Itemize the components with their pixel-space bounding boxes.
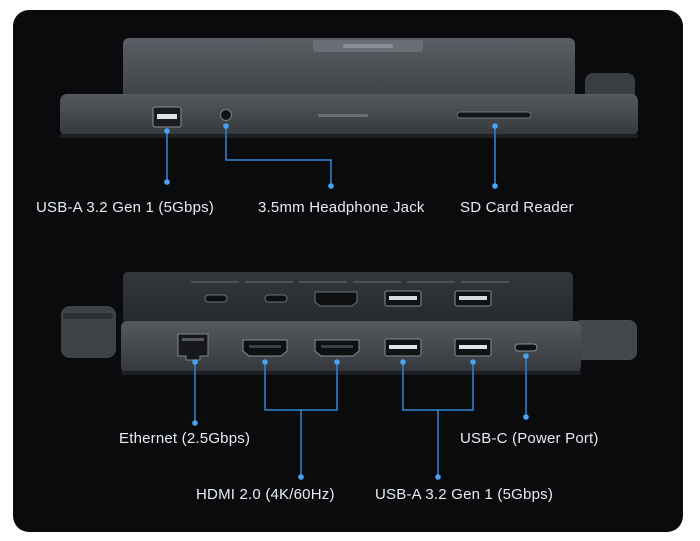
bottom-device-shadow <box>121 371 581 375</box>
usb-a-callout-dot-top <box>164 128 170 134</box>
ethernet-port-pins <box>182 338 204 341</box>
vent-4 <box>353 281 401 283</box>
label-hdmi: HDMI 2.0 (4K/60Hz) <box>196 486 335 503</box>
headphone-callout-dot-bottom <box>328 183 334 189</box>
hdmi-callout-dot-2 <box>334 359 340 365</box>
top-device-tab-slot <box>343 44 393 48</box>
usb-a-callout-dot-2 <box>470 359 476 365</box>
hdmi-port-1-pins <box>249 345 281 348</box>
usb-a-port-2-tongue <box>459 345 487 349</box>
vent-5 <box>407 281 455 283</box>
diagram-panel: USB-A 3.2 Gen 1 (5Gbps) 3.5mm Headphone … <box>13 10 683 532</box>
top-device-slot <box>318 114 368 117</box>
hdmi-port-2-pins <box>321 345 353 348</box>
upper-usb-a-port-2-tongue <box>459 296 487 300</box>
hdmi-callout-dot-bottom <box>298 474 304 480</box>
label-sd-card-reader: SD Card Reader <box>460 199 574 216</box>
sd-callout-dot-top <box>492 123 498 129</box>
vent-line <box>191 281 509 283</box>
vent-2 <box>245 281 293 283</box>
headphone-callout-dot-top <box>223 123 229 129</box>
label-usb-c-power: USB-C (Power Port) <box>460 430 599 447</box>
label-top-usb-a: USB-A 3.2 Gen 1 (5Gbps) <box>36 199 215 216</box>
top-callout-dots <box>164 123 498 189</box>
usb-c-callout-dot-top <box>523 353 529 359</box>
bottom-callout-dots <box>192 353 529 480</box>
ethernet-callout-dot-top <box>192 359 198 365</box>
bottom-device <box>61 272 637 375</box>
bottom-device-knob-right <box>573 320 637 360</box>
usb-a-bottom-callout-dot <box>435 474 441 480</box>
top-device-shadow <box>60 134 638 138</box>
top-usb-a-port-tongue <box>157 114 177 119</box>
usb-a-callout-dot-1 <box>400 359 406 365</box>
bottom-callouts <box>194 355 527 476</box>
headphone-jack <box>220 109 232 121</box>
upper-hdmi-port <box>314 291 358 307</box>
top-callouts <box>166 125 496 184</box>
usb-c-power-port <box>514 343 538 352</box>
vent-1 <box>191 281 239 283</box>
headphone-callout-line <box>225 126 332 184</box>
upper-usb-c-port-1 <box>204 294 228 303</box>
vent-6 <box>461 281 509 283</box>
top-device-upper-body <box>123 38 575 100</box>
usb-a-callout-dot-bottom <box>164 179 170 185</box>
upper-usb-a-port-1-tongue <box>389 296 417 300</box>
sd-card-slot <box>456 111 532 119</box>
ethernet-port <box>177 333 209 361</box>
vent-3 <box>299 281 347 283</box>
hdmi-callout-dot-1 <box>262 359 268 365</box>
label-bottom-usb-a: USB-A 3.2 Gen 1 (5Gbps) <box>375 486 554 503</box>
bottom-device-knob-left-detail <box>63 313 113 319</box>
upper-usb-c-port-2 <box>264 294 288 303</box>
label-headphone-jack: 3.5mm Headphone Jack <box>258 199 425 216</box>
ethernet-callout-dot-bottom <box>192 420 198 426</box>
label-ethernet: Ethernet (2.5Gbps) <box>119 430 251 447</box>
usb-a-port-1-tongue <box>389 345 417 349</box>
usb-c-callout-dot-bottom <box>523 414 529 420</box>
top-device <box>60 38 638 138</box>
device-illustration <box>60 38 638 480</box>
sd-callout-dot-bottom <box>492 183 498 189</box>
